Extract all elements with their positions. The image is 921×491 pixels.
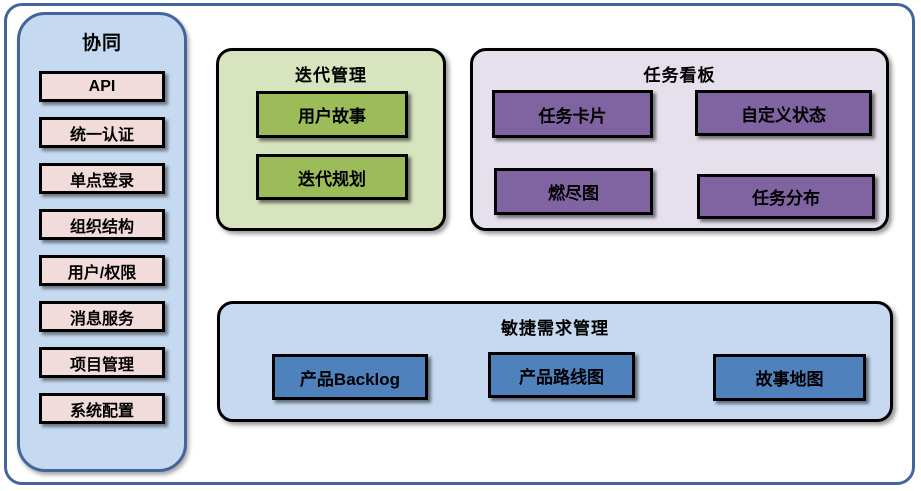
panel-iteration-title: 迭代管理 (295, 66, 367, 85)
box-user-story: 用户故事 (256, 91, 408, 138)
panel-agile-requirements: 敏捷需求管理 产品Backlog 产品路线图 故事地图 (217, 301, 893, 422)
sidebar-collaboration-panel: 协同 API 统一认证 单点登录 组织结构 用户/权限 消息服务 项目管理 系统… (17, 12, 187, 472)
sidebar-item-user-permission: 用户/权限 (39, 255, 165, 286)
box-task-card: 任务卡片 (492, 90, 653, 138)
box-custom-status: 自定义状态 (695, 90, 872, 136)
sidebar-item-message-service: 消息服务 (39, 301, 165, 332)
box-story-map: 故事地图 (713, 354, 866, 401)
sidebar-title: 协同 (81, 33, 122, 54)
sidebar-item-api: API (39, 71, 165, 102)
box-product-roadmap: 产品路线图 (488, 352, 635, 398)
sidebar-item-unified-auth: 统一认证 (39, 117, 165, 148)
sidebar-item-org-structure: 组织结构 (39, 209, 165, 240)
panel-kanban-title: 任务看板 (643, 66, 716, 85)
box-task-distribution: 任务分布 (697, 174, 875, 219)
outer-frame (4, 3, 915, 485)
box-burndown-chart: 燃尽图 (494, 168, 653, 215)
panel-iteration-management: 迭代管理 用户故事 迭代规划 (216, 48, 446, 231)
sidebar-item-single-sign-on: 单点登录 (39, 163, 165, 194)
box-product-backlog: 产品Backlog (272, 354, 428, 400)
sidebar-item-project-management: 项目管理 (39, 347, 165, 378)
panel-task-kanban: 任务看板 任务卡片 自定义状态 燃尽图 任务分布 (470, 48, 889, 231)
box-iteration-planning: 迭代规划 (256, 154, 408, 200)
sidebar-item-system-config: 系统配置 (39, 393, 165, 424)
panel-agile-title: 敏捷需求管理 (501, 319, 609, 338)
